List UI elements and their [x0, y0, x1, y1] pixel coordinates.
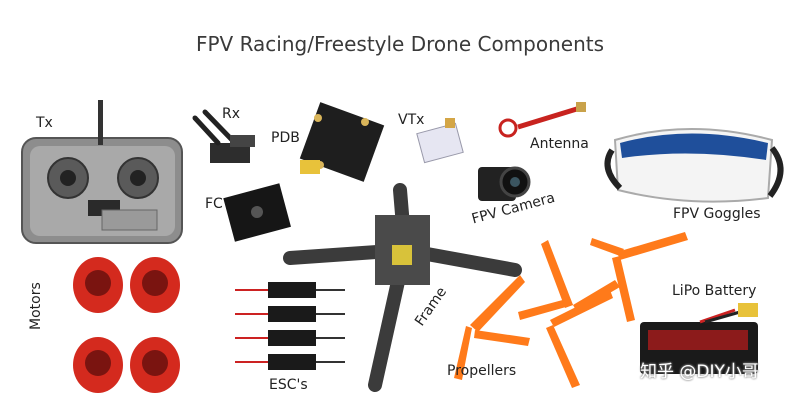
label-vtx: VTx: [398, 112, 425, 128]
label-fpv-goggles: FPV Goggles: [673, 206, 761, 222]
motors-image: [73, 257, 180, 393]
label-motors: Motors: [28, 282, 44, 330]
frame-image: [283, 183, 522, 392]
label-rx: Rx: [222, 106, 241, 122]
fpv-goggles-image: [604, 128, 784, 203]
vtx-image: [416, 118, 464, 164]
fc-image: [223, 183, 291, 242]
label-propellers: Propellers: [447, 363, 517, 379]
watermark: 知乎 @DIY小哥: [640, 362, 759, 382]
label-tx: Tx: [36, 115, 53, 131]
fpv-camera-image: [478, 166, 531, 201]
label-lipo-battery: LiPo Battery: [672, 283, 757, 299]
page-title: FPV Racing/Freestyle Drone Components: [195, 32, 605, 56]
propellers-image: [454, 232, 688, 388]
escs-image: [235, 282, 345, 370]
label-pdb: PDB: [271, 130, 300, 146]
label-escs: ESC's: [269, 377, 308, 393]
transmitter-image: [21, 100, 183, 244]
label-antenna: Antenna: [530, 136, 589, 152]
antenna-image: [498, 102, 586, 138]
receiver-image: [192, 109, 255, 163]
lipo-battery-image: [640, 303, 758, 374]
label-fc: FC: [205, 196, 223, 212]
pdb-image: [299, 102, 385, 182]
